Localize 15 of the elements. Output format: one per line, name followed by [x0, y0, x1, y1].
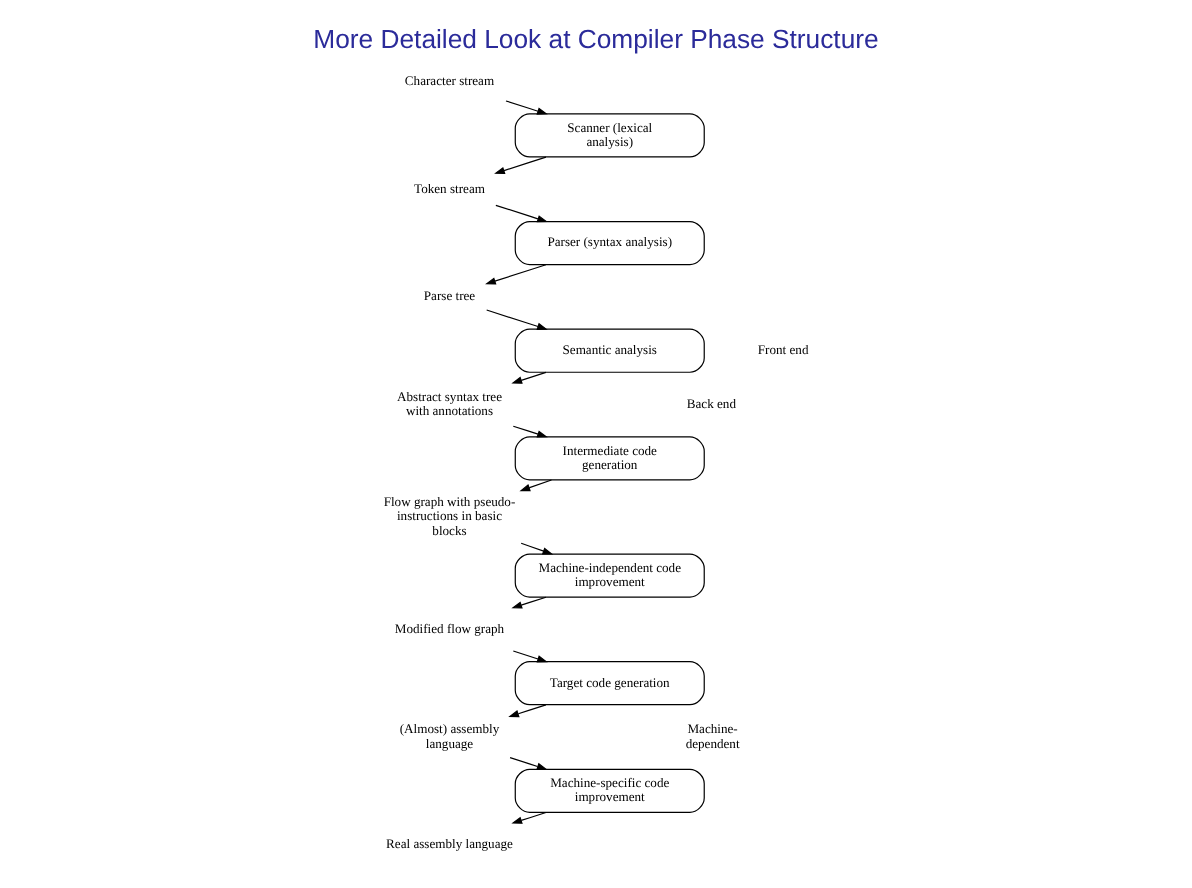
arrow	[509, 757, 548, 770]
arrow	[505, 100, 548, 115]
arrow	[512, 425, 548, 438]
arrow	[495, 204, 548, 223]
diagram-title: More Detailed Look at Compiler Phase Structure	[313, 23, 879, 54]
arrow	[511, 811, 547, 824]
arrow	[508, 704, 547, 718]
arrow	[520, 542, 554, 555]
arrow	[485, 264, 547, 285]
arrow	[511, 371, 547, 384]
arrow	[486, 309, 548, 330]
arrow	[511, 596, 547, 609]
arrow	[512, 650, 548, 663]
arrow	[519, 479, 553, 492]
arrow	[494, 156, 547, 175]
